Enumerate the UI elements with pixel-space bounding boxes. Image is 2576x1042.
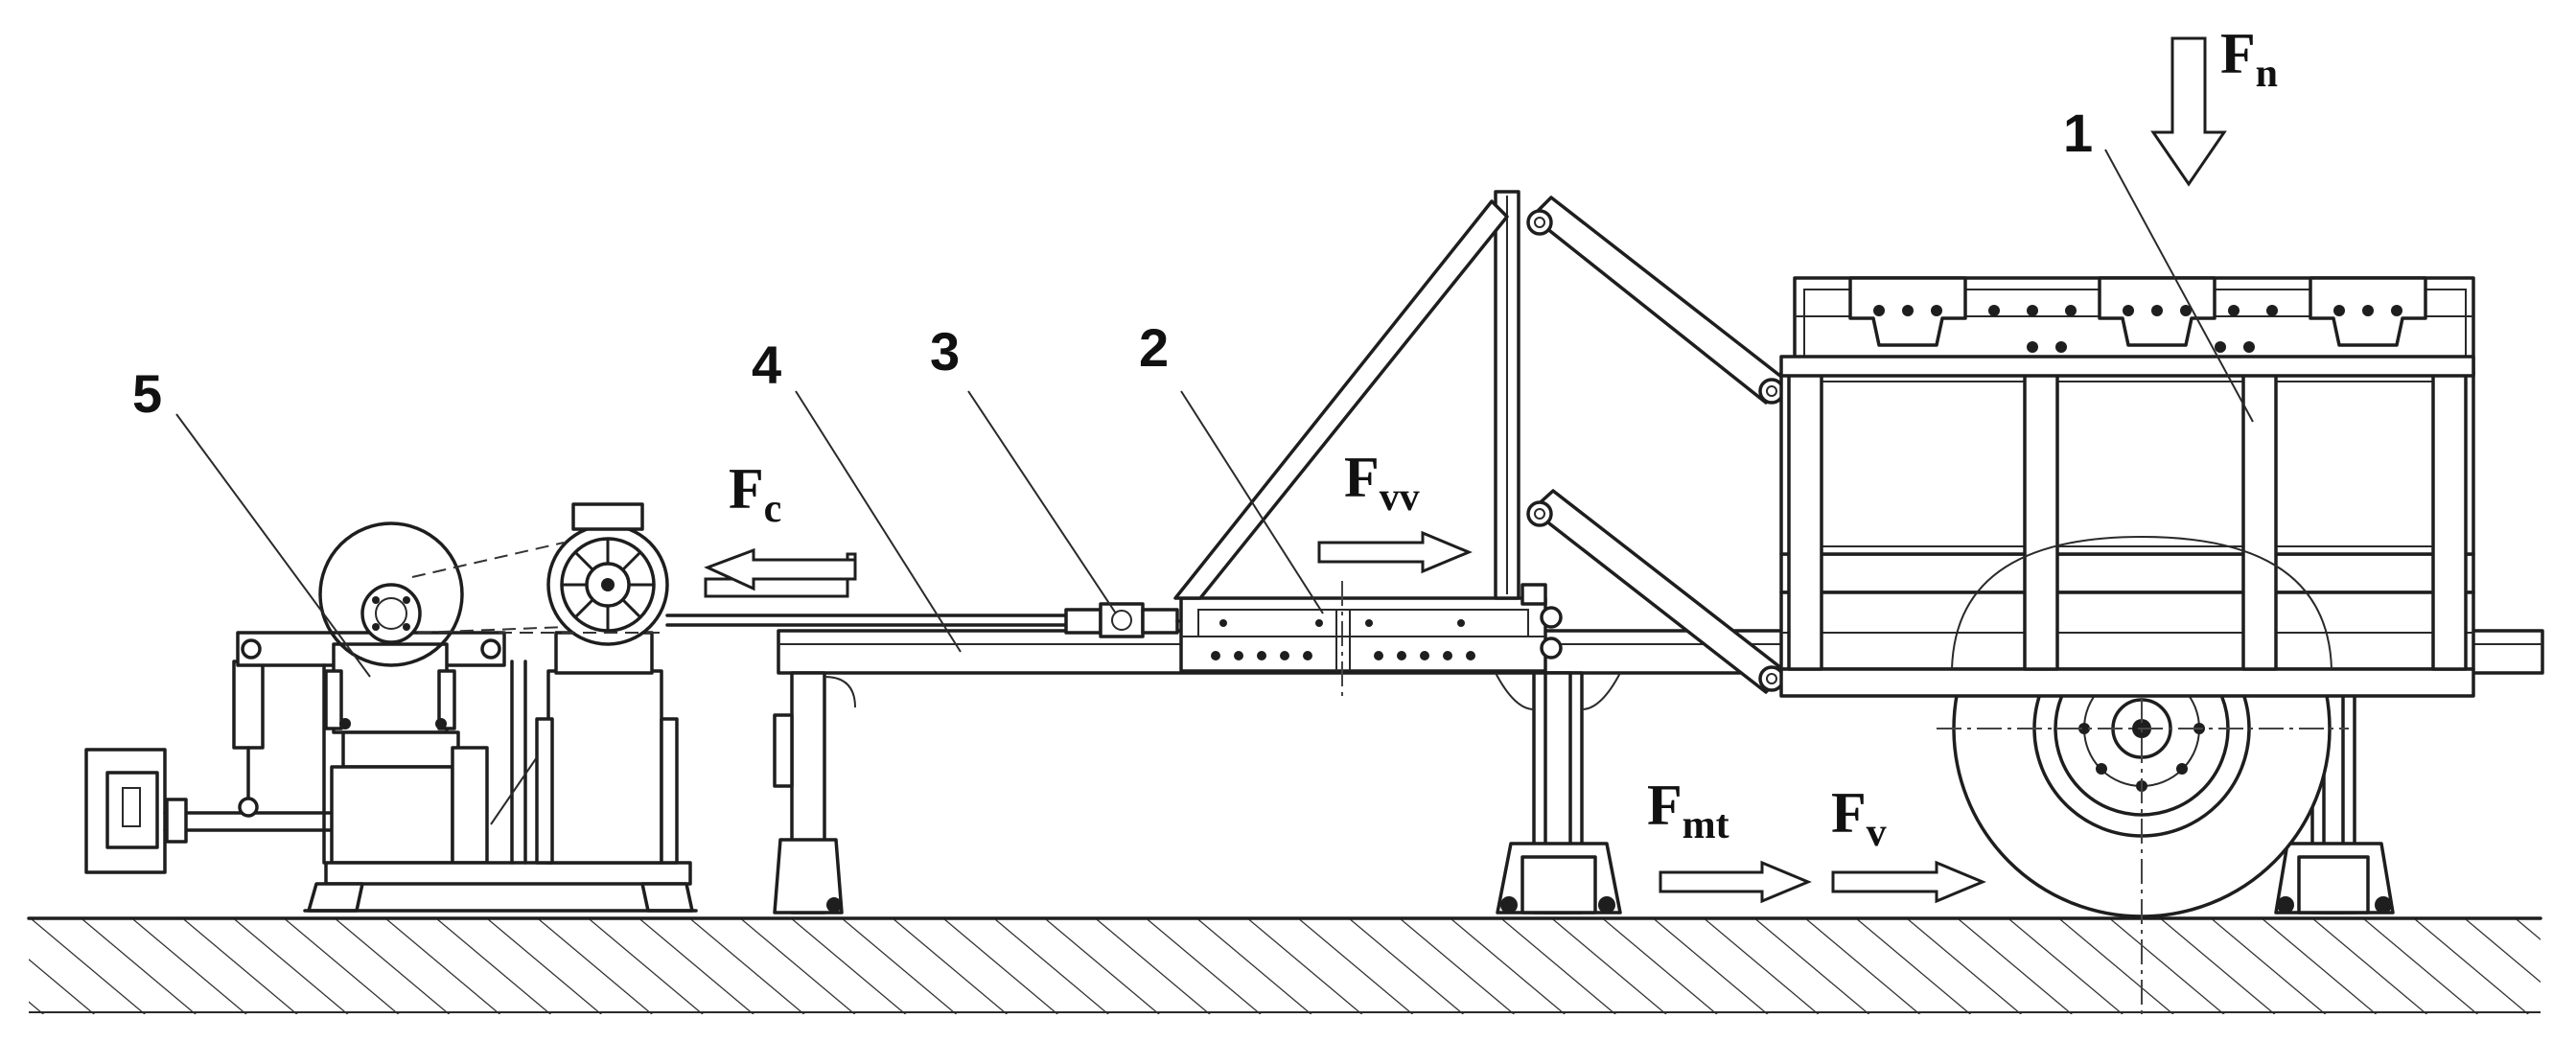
electric-motor: [546, 669, 663, 865]
arrow-fv: [1831, 860, 1986, 904]
arrow-fvv: [1317, 530, 1473, 574]
force-arrows: [704, 36, 2227, 904]
load-cell: [1064, 602, 1185, 638]
callout-4: 4: [752, 335, 781, 395]
callout-numbers: 1 2 3 4 5: [132, 103, 2093, 424]
leader-1: [2104, 149, 2254, 423]
arrow-fmt: [1659, 860, 1812, 904]
label-fmt: Fmt: [1647, 774, 1729, 847]
callout-1: 1: [2063, 103, 2093, 163]
hydraulic-cylinder: [232, 660, 265, 750]
sliding-carriage: [1179, 581, 1563, 696]
leader-2: [1180, 390, 1324, 614]
drive-unit: [84, 502, 1074, 913]
drive-pulley: [318, 521, 464, 667]
label-fc: Fc: [729, 457, 781, 531]
label-fv: Fv: [1831, 781, 1887, 855]
label-fvv: Fvv: [1344, 446, 1420, 520]
force-labels: Fn Fc Fvv Fmt Fv: [729, 22, 2278, 855]
arrow-fn: [2150, 36, 2227, 187]
callout-3: 3: [930, 321, 960, 382]
ground-hatching: [29, 918, 2541, 1014]
ground: [27, 916, 2542, 1014]
trailer: [1779, 276, 2475, 1016]
gearbox: [332, 642, 449, 734]
label-fn: Fn: [2220, 22, 2278, 96]
callout-2: 2: [1139, 317, 1169, 378]
leader-5: [175, 413, 371, 678]
leader-4: [795, 390, 962, 653]
mast-frame: [1173, 190, 1787, 694]
leader-lines: [175, 149, 2254, 678]
leader-3: [967, 390, 1117, 614]
callout-5: 5: [132, 363, 162, 424]
